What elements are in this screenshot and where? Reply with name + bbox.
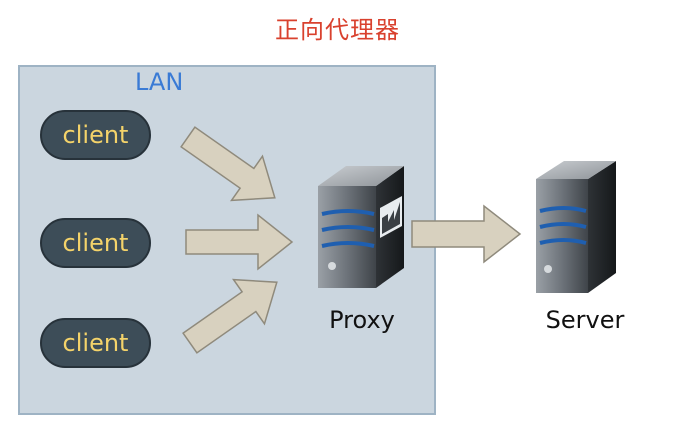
arrow-proxy-to-server [411,204,522,264]
diagram-title: 正向代理器 [275,16,400,44]
arrow-client2-to-proxy [185,213,294,271]
proxy-server-icon [318,166,404,288]
lan-label: LAN [135,68,184,96]
client-node-1: client [40,110,151,160]
arrow-client1-to-proxy [180,126,276,202]
server-label: Server [545,306,625,334]
firewall-icon [380,196,402,238]
client-node-3: client [40,318,151,368]
destination-server-icon [536,161,616,293]
arrow-client3-to-proxy [182,278,278,354]
proxy-label: Proxy [329,306,395,334]
client-node-2: client [40,218,151,268]
